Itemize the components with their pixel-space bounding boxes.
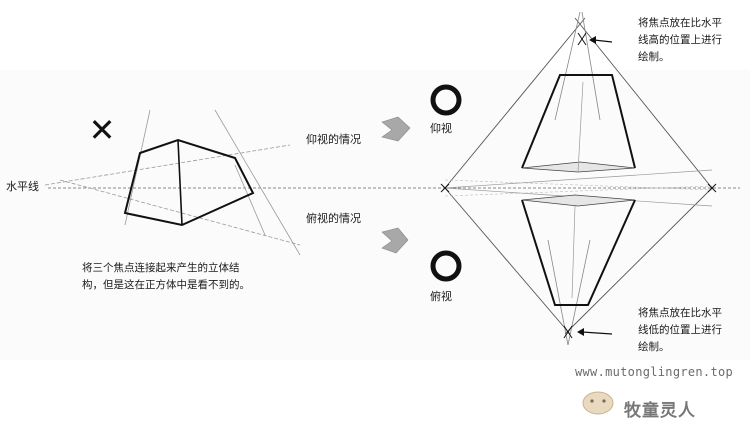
correct-mark-icon: [430, 250, 462, 282]
arrow-up-case: [381, 116, 411, 142]
guide-line: [234, 164, 266, 236]
vp-mark: [440, 183, 450, 193]
note-bottom-right-line: 线低的位置上进行: [638, 324, 722, 336]
note-bottom-right-line: 绘制。: [638, 341, 670, 353]
guide-line: [44, 144, 291, 186]
logo-eye: [590, 399, 594, 403]
guide-line: [574, 17, 713, 189]
vp-mark: [707, 183, 717, 193]
note-top-right-line: 绘制。: [638, 51, 670, 63]
look-up-label: 仰视: [430, 122, 452, 135]
arrow-down-case: [381, 227, 409, 254]
paper-band: [0, 70, 750, 360]
note-bottom-right-line: 将焦点放在比水平: [638, 307, 722, 319]
callout-line-bottom: [581, 331, 613, 335]
callout-head-bottom: [577, 328, 584, 336]
note-top-right: 将焦点放在比水平 线高的位置上进行 绘制。: [638, 15, 722, 66]
guide-line: [564, 187, 713, 335]
note-left-line: 将三个焦点连接起来产生的立体结: [82, 262, 240, 274]
note-left: 将三个焦点连接起来产生的立体结 构，但是这在正方体中是看不到的。: [82, 260, 250, 294]
guide-line: [444, 187, 571, 335]
vp-mark: [563, 325, 573, 339]
logo-eye: [602, 399, 606, 403]
wrong-mark-icon: ✕: [89, 111, 116, 149]
lower-prism-inner-edge: [571, 205, 576, 299]
vp-mark: [577, 32, 587, 46]
note-top-right-line: 将焦点放在比水平: [638, 17, 722, 29]
note-bottom-right: 将焦点放在比水平 线低的位置上进行 绘制。: [638, 305, 722, 356]
look-down-label: 俯视: [430, 290, 452, 303]
guide-line: [124, 109, 151, 226]
wrong-example: [44, 109, 301, 256]
guide-line: [59, 179, 301, 246]
note-left-line: 构，但是这在正方体中是看不到的。: [82, 279, 250, 291]
guide-line: [444, 17, 586, 189]
lower-prism-outline: [521, 199, 636, 306]
watermark-url: www.mutonglingren.top: [575, 365, 734, 379]
right-construction: [440, 11, 717, 346]
guide-line: [444, 185, 713, 197]
upper-prism-inner-edge: [577, 81, 584, 173]
hexagon-edge: [177, 139, 183, 226]
guide-line: [214, 109, 301, 256]
look-up-case-label: 仰视的情况: [306, 133, 361, 146]
logo-body: [582, 391, 614, 415]
callout-line-top: [593, 39, 613, 43]
callout-head-top: [589, 36, 596, 44]
upper-prism-outline: [521, 74, 636, 169]
guide-line: [581, 11, 601, 121]
hexagon-outline: [123, 138, 255, 227]
callout-arrows: [577, 36, 613, 336]
guide-line: [444, 169, 713, 189]
watermark-name: 牧童灵人: [624, 401, 696, 421]
guide-line: [567, 239, 591, 346]
horizon-label: 水平线: [6, 180, 39, 193]
watermark-logo-icon: [582, 391, 614, 415]
arrows: [381, 116, 411, 254]
guide-line: [554, 11, 581, 121]
guide-line: [444, 179, 713, 191]
look-down-case-label: 俯视的情况: [306, 212, 361, 225]
vanishing-points: [440, 32, 717, 339]
correct-mark-icon: [430, 84, 462, 116]
note-top-right-line: 线高的位置上进行: [638, 34, 722, 46]
